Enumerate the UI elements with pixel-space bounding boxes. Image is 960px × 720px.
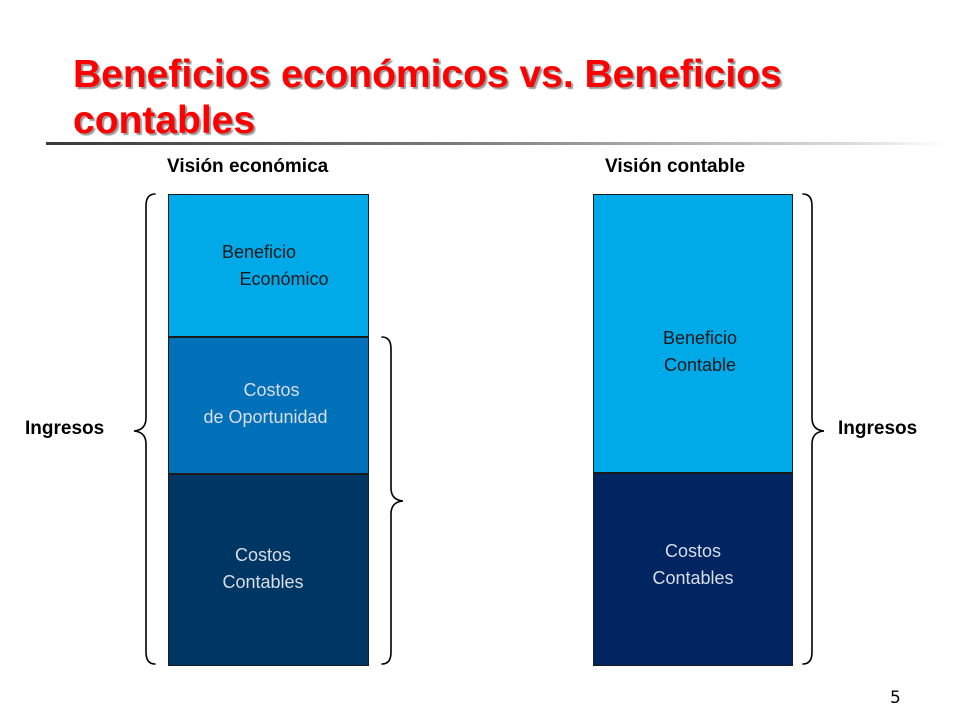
economic-accounting-cost-label-line-2: Contables — [222, 572, 304, 592]
slide-title-line-2: contables — [73, 99, 256, 142]
slide-title-line-1: Beneficios económicos vs. Beneficios — [73, 53, 782, 96]
accounting-view-header: Visión contable — [605, 156, 746, 177]
accounting-revenue-brace — [802, 193, 825, 665]
accounting-cost-label-line-2: Contables — [652, 568, 734, 588]
economic-revenue-brace — [133, 193, 156, 665]
accounting-cost-block — [593, 473, 793, 666]
accounting-profit-label-line-2: Contable — [663, 355, 737, 375]
economic-revenue-label: Ingresos — [25, 418, 105, 439]
accounting-revenue-label: Ingresos — [838, 418, 918, 439]
accounting-profit-block — [593, 194, 793, 473]
opportunity-cost-label: Costos de Oportunidad — [168, 377, 369, 431]
accounting-profit-label-line-1: Beneficio — [662, 328, 738, 348]
economic-profit-label-line-1: Beneficio — [221, 242, 297, 262]
economic-view-header: Visión económica — [167, 156, 329, 177]
slide-title: Beneficios económicos vs. Beneficios con… — [73, 52, 893, 144]
accounting-cost-label-line-1: Costos — [664, 541, 722, 561]
title-divider — [46, 142, 946, 145]
economic-profit-block — [168, 194, 369, 337]
opportunity-cost-label-line-2: de Oportunidad — [203, 407, 328, 427]
opportunity-cost-block — [168, 337, 369, 474]
economic-accounting-cost-label: Costos Contables — [168, 542, 358, 596]
accounting-cost-label: Costos Contables — [593, 538, 793, 592]
page-number: 5 — [890, 688, 901, 708]
economic-profit-label: Beneficio Económico — [190, 239, 340, 293]
economic-profit-label-line-2: Económico — [239, 269, 329, 289]
total-cost-brace — [381, 336, 404, 665]
economic-accounting-cost-label-line-1: Costos — [234, 545, 292, 565]
opportunity-cost-label-line-1: Costos — [243, 380, 300, 400]
accounting-profit-label: Beneficio Contable — [600, 325, 800, 379]
economic-accounting-cost-block — [168, 474, 369, 666]
